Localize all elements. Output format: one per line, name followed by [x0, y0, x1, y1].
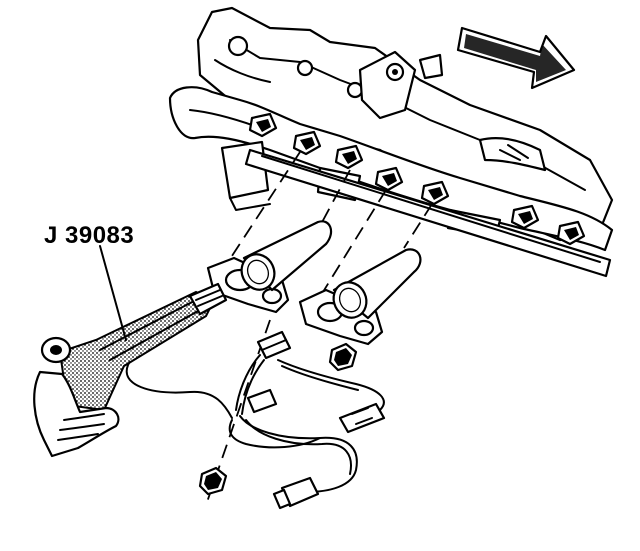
heat-shield-right — [298, 248, 422, 346]
bolt-7-icon — [556, 220, 586, 246]
manifold-bolts — [248, 112, 586, 246]
sensor-connector-middle — [246, 388, 278, 414]
bolt-2-icon — [292, 130, 322, 156]
sensor-connector-upper — [256, 330, 292, 360]
bolt-1-icon — [248, 112, 278, 138]
sensor-plug-lower — [272, 476, 320, 510]
tool-number-label: J 39083 — [44, 222, 135, 249]
manifold-flange-rail — [244, 148, 612, 278]
bolt-3-icon — [334, 144, 364, 170]
bolt-6-icon — [510, 204, 540, 230]
bolt-5-icon — [420, 180, 450, 206]
tool-leader-line — [99, 245, 127, 341]
front-direction-arrow — [456, 26, 576, 90]
technician-hand — [33, 370, 120, 458]
sensor-connector-lower — [338, 402, 386, 434]
nut-lower-icon — [198, 466, 228, 496]
bolt-4-icon — [374, 166, 404, 192]
nut-right-icon — [328, 342, 358, 372]
engine-upper-housing — [196, 6, 614, 242]
